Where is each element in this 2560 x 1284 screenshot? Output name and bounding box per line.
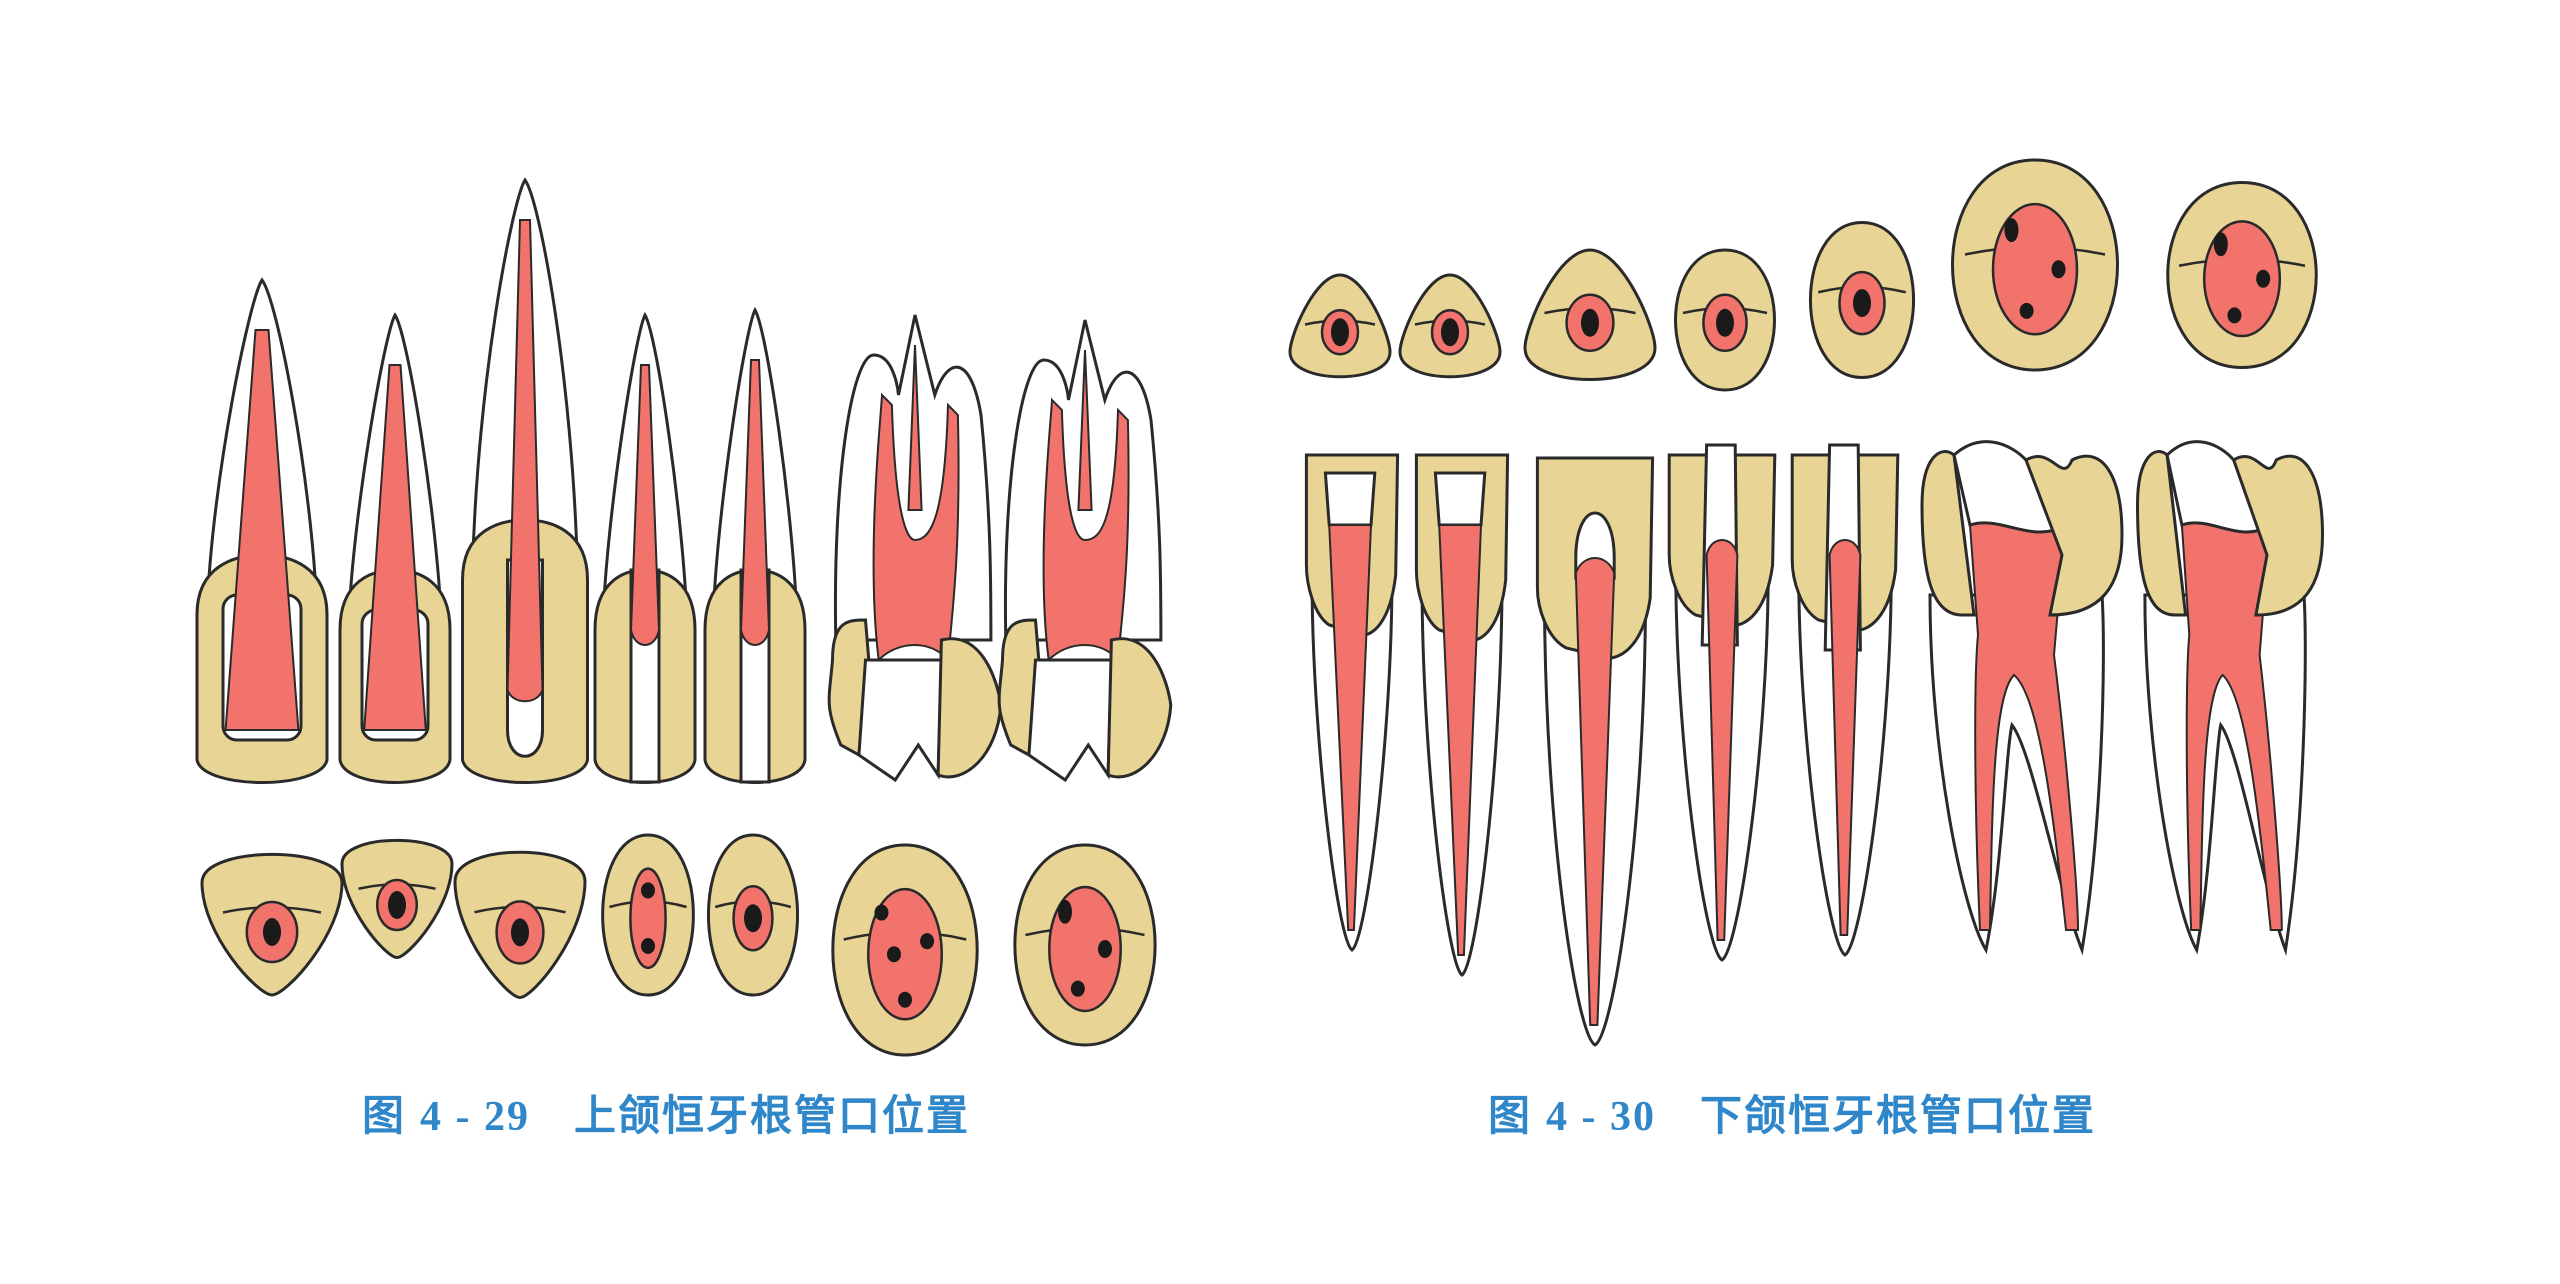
lower-occlusal-tooth-first-premolar (1674, 248, 1776, 392)
caption-prefix: 图 (362, 1091, 407, 1140)
upper-side-tooth-second-premolar (703, 306, 807, 784)
lower-side-tooth-canine (1535, 456, 1655, 1047)
upper-side-tooth-central-incisor (195, 277, 329, 784)
lower-side-tooth-central-incisor (1304, 453, 1400, 952)
caption-number: 4 - 30 (1546, 1094, 1657, 1140)
lower-occlusal-tooth-second-molar (2166, 180, 2318, 370)
caption-text: 下颌恒牙根管口位置 (1700, 1091, 2097, 1140)
upper-occlusal-tooth-second-molar (1013, 843, 1157, 1047)
figure-caption-upper: 图 4 - 29 上颌恒牙根管口位置 (362, 1082, 970, 1143)
upper-occlusal-tooth-first-premolar (601, 833, 695, 997)
lower-occlusal-tooth-canine (1523, 248, 1657, 381)
caption-prefix: 图 (1488, 1091, 1533, 1140)
upper-occlusal-tooth-second-premolar (707, 833, 799, 997)
caption-text: 上颌恒牙根管口位置 (574, 1091, 971, 1140)
figure-caption-lower: 图 4 - 30 下颌恒牙根管口位置 (1488, 1082, 2096, 1143)
upper-occlusal-tooth-first-molar (831, 843, 979, 1057)
lower-side-tooth-second-molar (2135, 440, 2325, 956)
upper-occlusal-tooth-canine (453, 850, 587, 1000)
lower-occlusal-tooth-first-molar (1951, 158, 2119, 372)
lower-occlusal-tooth-central-incisor (1288, 273, 1392, 379)
lower-occlusal-tooth-second-premolar (1808, 220, 1916, 380)
upper-occlusal-tooth-lateral-incisor (340, 838, 454, 960)
upper-side-tooth-second-molar (997, 319, 1173, 783)
upper-side-tooth-first-molar (827, 314, 1003, 783)
upper-side-tooth-canine (461, 177, 589, 784)
lower-side-tooth-first-premolar (1667, 443, 1777, 962)
upper-occlusal-tooth-central-incisor (200, 852, 344, 997)
upper-side-tooth-first-premolar (593, 311, 697, 784)
lower-side-tooth-second-premolar (1790, 443, 1900, 957)
caption-number: 4 - 29 (420, 1094, 531, 1140)
lower-side-tooth-first-molar (1920, 440, 2124, 956)
lower-occlusal-tooth-lateral-incisor (1398, 273, 1502, 379)
lower-side-tooth-lateral-incisor (1414, 453, 1510, 977)
upper-side-tooth-lateral-incisor (338, 312, 452, 784)
